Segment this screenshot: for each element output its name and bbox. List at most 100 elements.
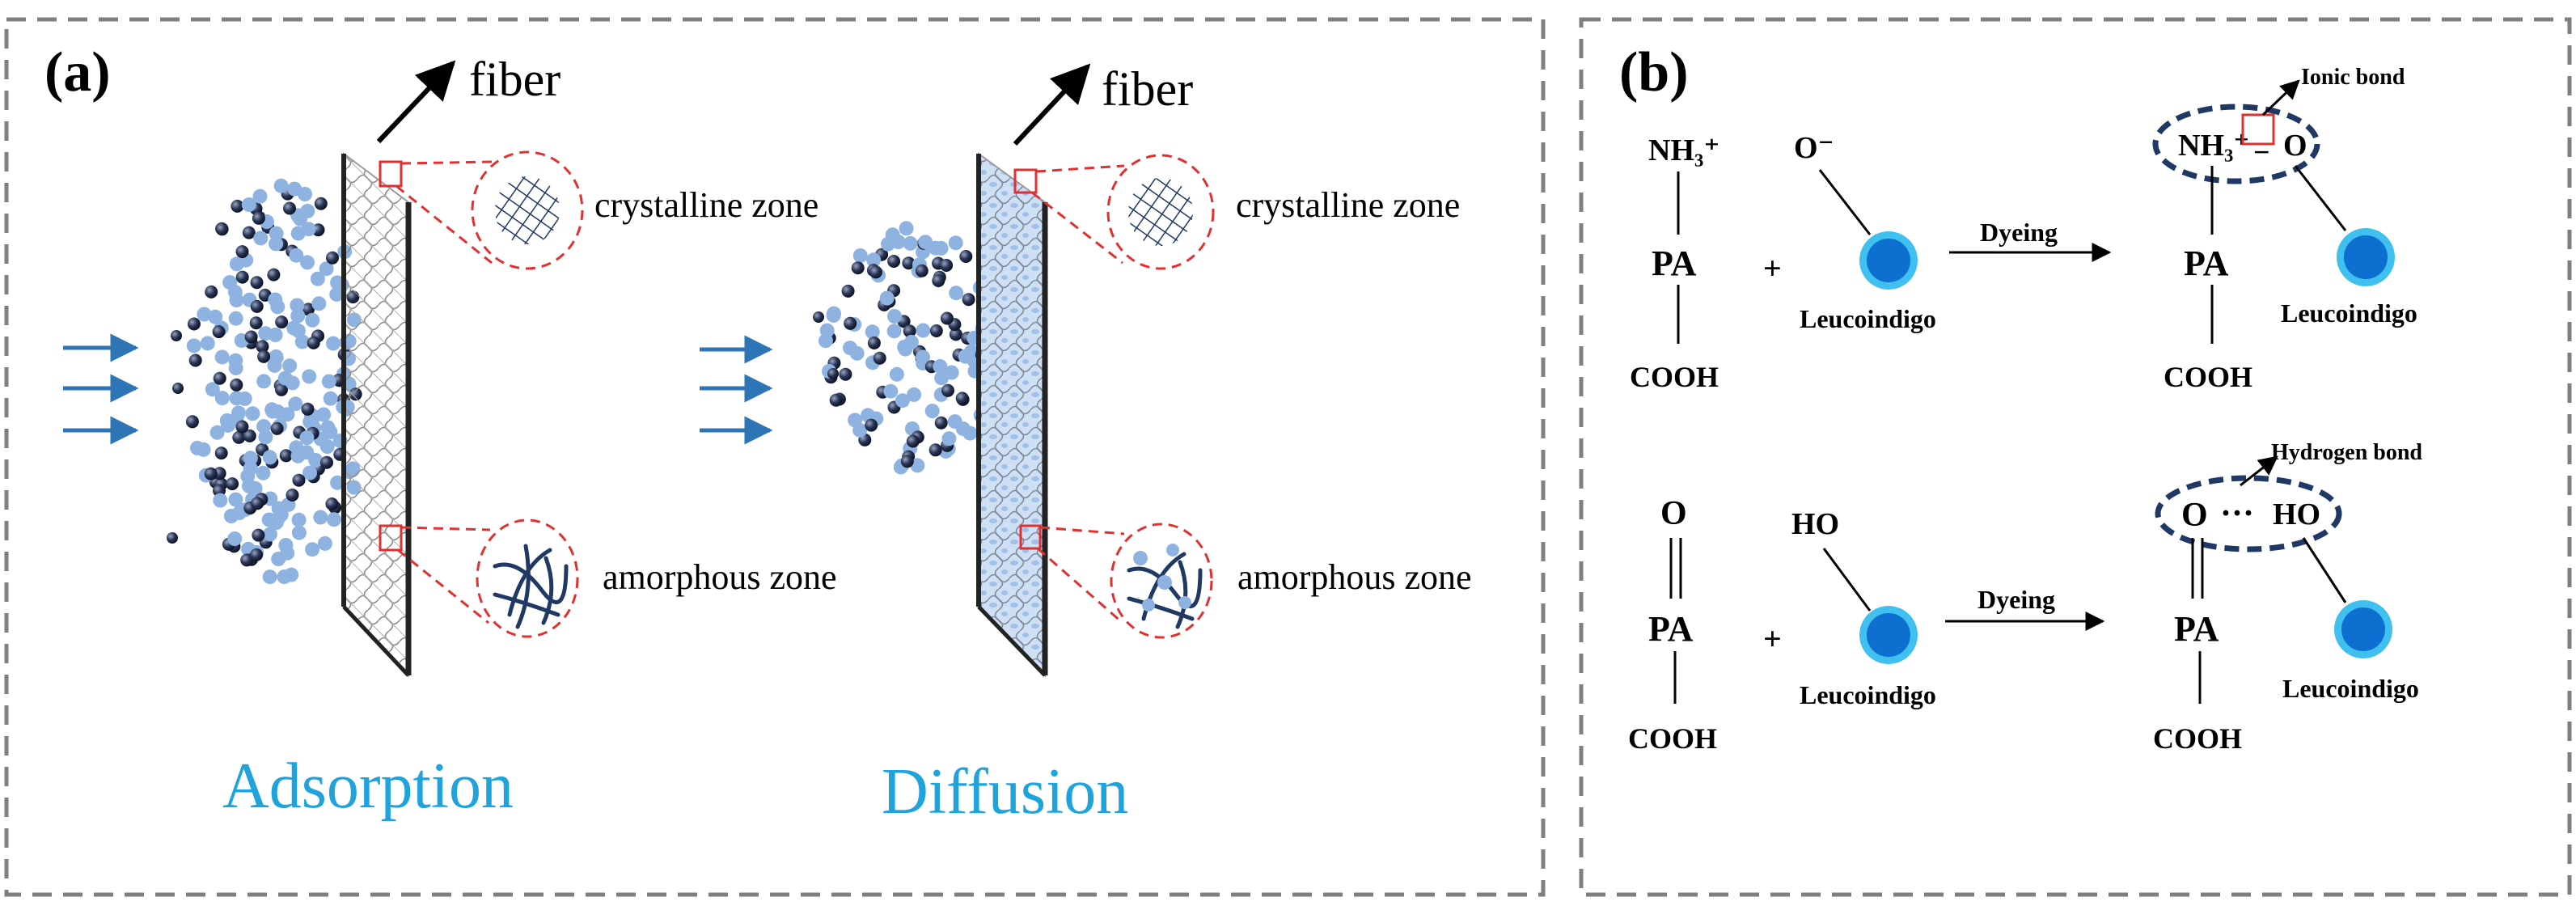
dye-particle [902, 256, 916, 270]
dye-particle [330, 475, 345, 490]
dye-particle [827, 368, 839, 379]
dye-particle [262, 569, 277, 585]
dye-particle [214, 349, 230, 365]
dye-particle [906, 434, 920, 448]
dye-particle [265, 404, 280, 419]
ionic-bond-marker [2241, 113, 2275, 146]
dye-particle [205, 285, 218, 298]
absorbed-dye-dots [1133, 544, 1191, 612]
dye-particle [228, 311, 243, 326]
dye-particle [962, 293, 975, 307]
dye-particle-cloud [813, 221, 998, 475]
dye-particle [305, 312, 320, 328]
diffusion-scene: fiber crystalline zone amorphous zone Di… [700, 62, 1472, 827]
ionic-bond-ellipse [2152, 104, 2320, 184]
dye-particle [243, 429, 256, 442]
ionic-bond-label: Ionic bond [2301, 65, 2405, 90]
dye-particle [916, 349, 930, 365]
dye-particle [290, 448, 306, 463]
dye-particle [962, 425, 978, 441]
dye-particle [311, 296, 327, 311]
dye-particle [844, 316, 857, 330]
dye-particle [209, 425, 225, 440]
dye-particle [227, 285, 243, 300]
dye-particle [279, 449, 293, 463]
dye-particle [286, 489, 299, 502]
dye-particle [287, 181, 302, 197]
dye-particle [249, 316, 263, 330]
fiber-edge-bottom [342, 605, 410, 677]
dye-particle [253, 231, 269, 246]
dye-particle [319, 261, 334, 277]
dye-particle [269, 236, 284, 252]
dye-particle [949, 286, 964, 301]
reactant-pa: PA [1652, 243, 1697, 283]
dye-particle [320, 455, 333, 469]
dye-particle [251, 497, 264, 510]
dye-particle [323, 391, 338, 406]
reactant-pa: PA [1648, 609, 1694, 649]
panel-b-frame [1579, 17, 2572, 897]
dye-particle [307, 336, 320, 349]
dye-particle [291, 525, 307, 540]
product-pa: PA [2174, 609, 2219, 649]
dye-particle [928, 443, 942, 457]
hydrogen-bond-label: Hydrogen bond [2271, 440, 2422, 465]
dye-particle [215, 222, 229, 236]
dye-particle [301, 402, 315, 416]
dye-particle [933, 358, 948, 374]
amorphous-label: amorphous zone [1237, 557, 1472, 597]
product-o: O [2283, 129, 2307, 163]
dye-particle [934, 416, 948, 430]
dyeing-label: Dyeing [1977, 585, 2055, 614]
dye-particle [256, 419, 272, 434]
dye-particle [256, 340, 269, 353]
dye-particle [213, 371, 226, 385]
reactant-cooh: COOH [1630, 361, 1719, 393]
crystalline-label: crystalline zone [1236, 185, 1460, 225]
dye-particle [284, 567, 299, 582]
dye-particle [958, 349, 973, 364]
dye-particle [171, 330, 182, 341]
leucoindigo-label: Leucoindigo [2282, 674, 2419, 703]
dye-particle [261, 512, 277, 527]
dye-particle [289, 248, 304, 263]
dyeing-label: Dyeing [1980, 218, 2058, 247]
dye-particle [204, 467, 218, 480]
dye-particle [301, 222, 316, 237]
dye-particle [290, 308, 306, 324]
dye-particle [280, 407, 295, 422]
dye-particle [941, 383, 954, 397]
dye-particle [940, 259, 954, 272]
dye-particle [867, 336, 881, 349]
dye-particle [252, 528, 265, 542]
dye-particle [305, 542, 320, 557]
product-dots: ··· [2220, 495, 2254, 532]
dye-particle [250, 299, 264, 313]
dye-particle [235, 270, 249, 284]
dye-particle [262, 450, 277, 465]
dye-particle [928, 240, 943, 256]
product-ho: HO [2273, 497, 2320, 531]
dye-particle [941, 431, 957, 447]
reactant-cooh: COOH [1628, 722, 1717, 755]
dye-particle [257, 349, 271, 363]
plus-sign: + [1763, 620, 1782, 657]
dye-particle [932, 274, 945, 287]
dye-particle [242, 226, 256, 239]
dye-particle [167, 532, 178, 544]
dye-particle [883, 383, 899, 399]
dye-particle [302, 369, 317, 384]
dye-particle [886, 324, 902, 339]
dye-particle [947, 414, 962, 430]
dye-particle [294, 334, 310, 349]
leucoindigo-label: Leucoindigo [2281, 298, 2417, 328]
dye-particle [300, 255, 315, 270]
dye-particle [317, 535, 332, 551]
dye-particle [269, 349, 284, 364]
dye-particle [881, 236, 895, 252]
dye-particle [813, 311, 824, 323]
dye-particle [292, 473, 306, 487]
diffusion-caption: Diffusion [882, 756, 1128, 827]
reactant-o: O [1660, 495, 1687, 532]
